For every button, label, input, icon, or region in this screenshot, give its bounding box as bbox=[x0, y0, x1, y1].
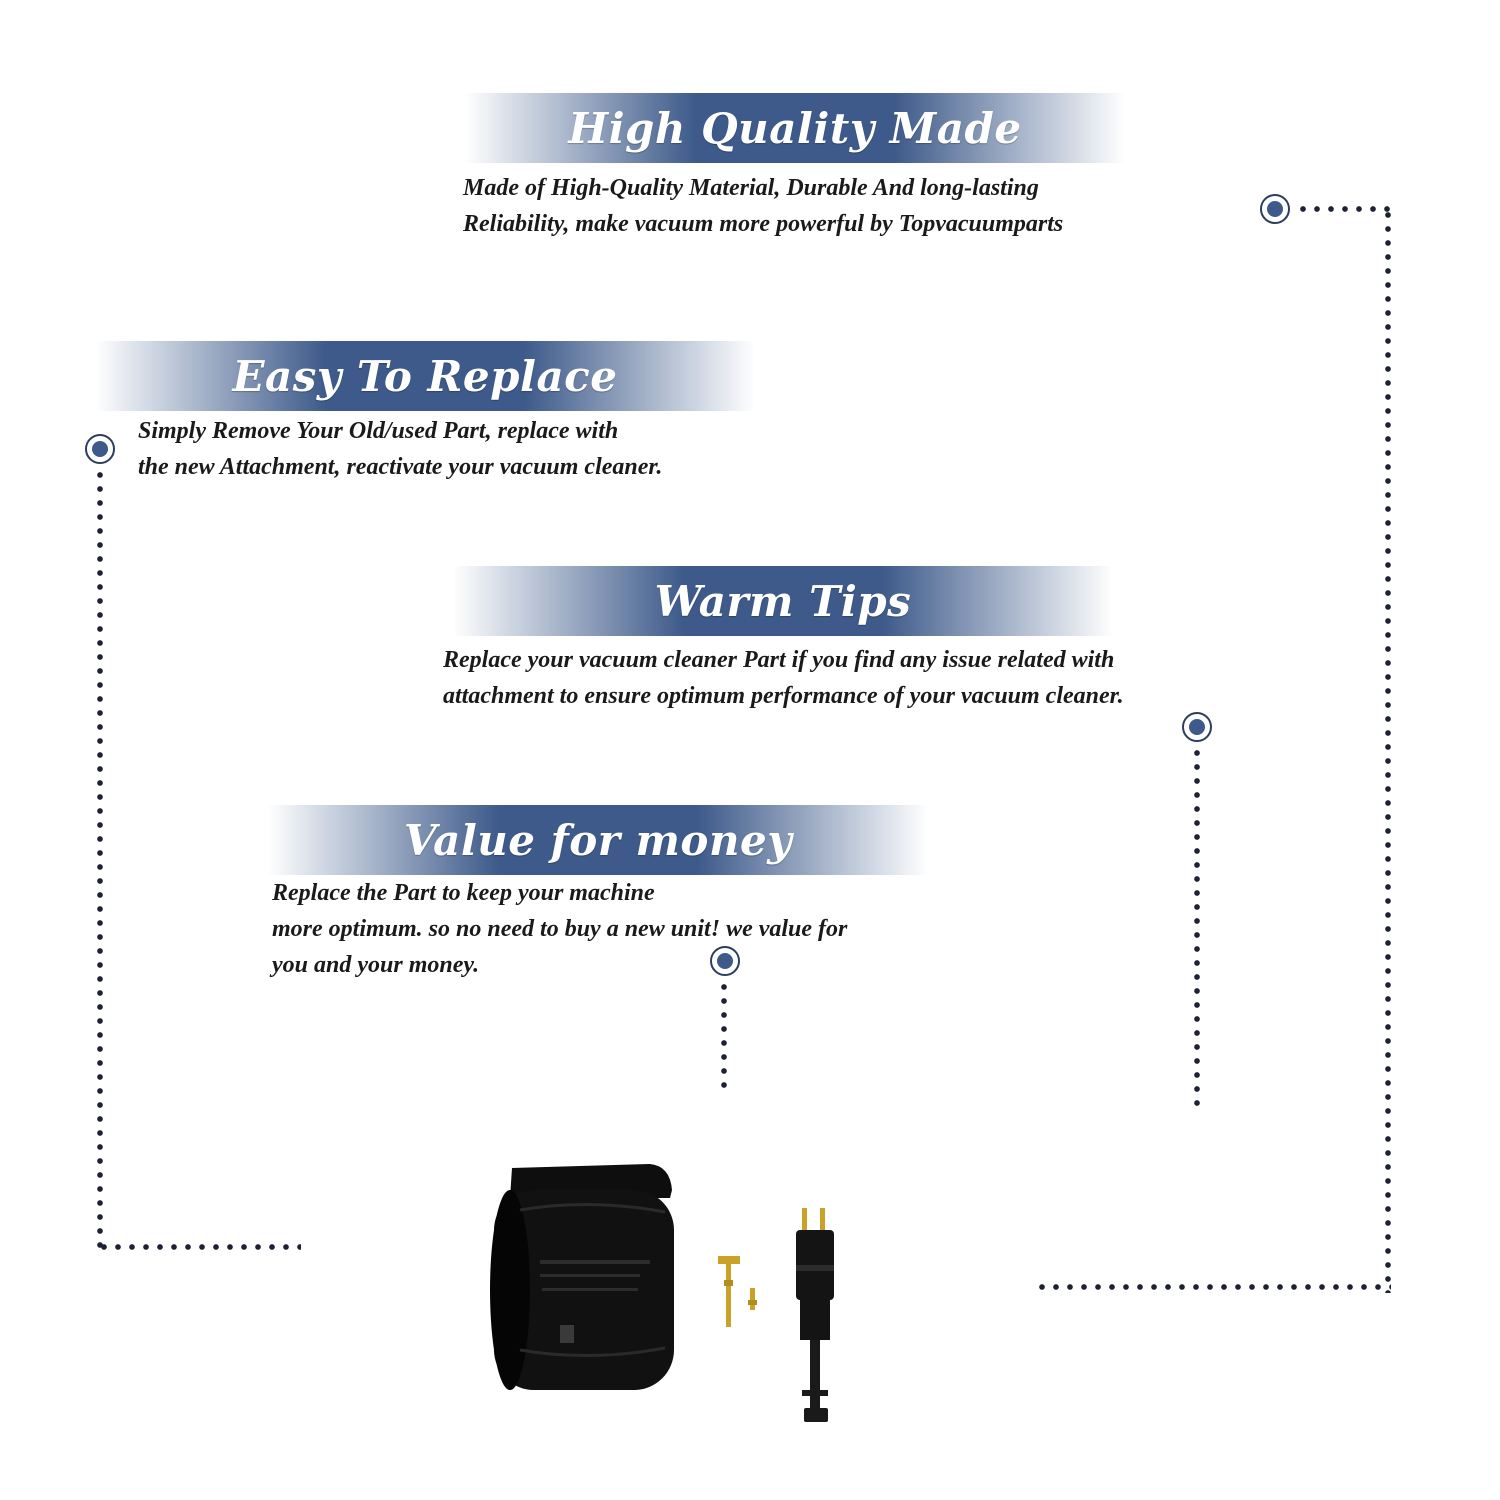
bullet-marker-icon bbox=[85, 434, 115, 464]
two-prong-plug-connector-icon bbox=[796, 1208, 834, 1422]
dotted-connector-line bbox=[1296, 206, 1392, 212]
section-title: Easy To Replace bbox=[232, 351, 618, 401]
section-title: Warm Tips bbox=[654, 576, 912, 626]
dotted-connector-line bbox=[1035, 1284, 1391, 1290]
dotted-connector-line bbox=[97, 1244, 301, 1250]
banner-high-quality-made: High Quality Made bbox=[465, 93, 1125, 163]
dotted-connector-line bbox=[721, 980, 727, 1092]
banner-warm-tips: Warm Tips bbox=[453, 566, 1113, 636]
banner-value-for-money: Value for money bbox=[268, 805, 928, 875]
vacuum-motor-cap-icon bbox=[490, 1164, 674, 1390]
section-title: Value for money bbox=[403, 815, 793, 865]
bullet-marker-icon bbox=[1182, 712, 1212, 742]
section-title: High Quality Made bbox=[568, 103, 1022, 153]
product-image bbox=[490, 1164, 834, 1422]
banner-easy-to-replace: Easy To Replace bbox=[95, 341, 755, 411]
section-description: Replace your vacuum cleaner Part if you … bbox=[443, 647, 1124, 709]
brass-terminal-icon bbox=[718, 1256, 757, 1327]
section-description: Simply Remove Your Old/used Part, replac… bbox=[138, 418, 663, 480]
bullet-marker-icon bbox=[1260, 194, 1290, 224]
section-description: Made of High-Quality Material, Durable A… bbox=[463, 175, 1064, 237]
dotted-connector-line bbox=[1385, 208, 1391, 1293]
bullet-marker-icon bbox=[710, 946, 740, 976]
dotted-connector-line bbox=[1194, 746, 1200, 1108]
dotted-connector-line bbox=[97, 468, 103, 1250]
section-description: Replace the Part to keep your machine mo… bbox=[272, 880, 848, 978]
